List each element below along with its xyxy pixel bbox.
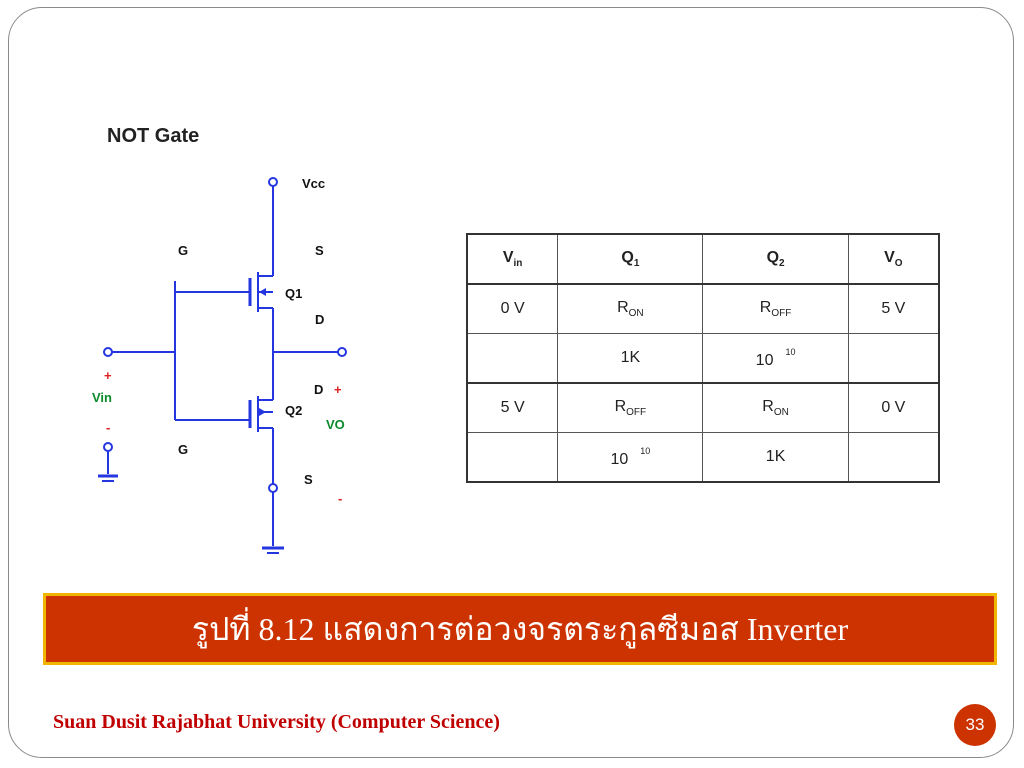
figure-caption: รูปที่ 8.12 แสดงการต่อวงจรตระกูลซีมอส In… [43,593,997,665]
q2-label: Q2 [285,403,302,418]
d-top-label: D [315,312,324,327]
vo-minus-label: - [338,491,342,506]
q1-label: Q1 [285,286,302,301]
q2-arrow-icon [259,408,266,416]
header-q1: Q1 [557,233,704,285]
table-cell [847,432,940,483]
table-cell: ROFF [702,283,849,334]
table-cell: 0 V [847,382,940,433]
s-top-label: S [315,243,324,258]
circuit-title: NOT Gate [107,125,200,147]
table-cell: RON [557,283,704,334]
table-cell [466,333,559,384]
table-cell: 1K [557,333,704,384]
footer-university: Suan Dusit Rajabhat University (Computer… [53,711,500,733]
page-number: 33 [965,715,985,734]
table-cell: 5 V [466,382,559,433]
g-bottom-label: G [178,442,188,457]
vo-plus-label: + [334,382,342,397]
page-number-badge: 33 [954,704,996,746]
q1-arrow-icon [259,288,266,296]
vin-minus-label: - [106,420,110,435]
vcc-label: Vcc [302,176,325,191]
vin-label: Vin [92,390,112,405]
table-cell: ROFF [557,382,704,433]
vin-plus-label: + [104,368,112,383]
table-cell: 1K [702,432,849,483]
header-vin: Vin [466,233,559,285]
vo-label: VO [326,417,345,432]
header-q2: Q2 [702,233,849,285]
table-cell: 0 V [466,283,559,334]
g-top-label: G [178,243,188,258]
table-row: 5 V ROFF RON 0 V [466,382,940,433]
s-bottom-label: S [304,472,313,487]
table-cell [466,432,559,483]
table-row: 0 V RON ROFF 5 V [466,283,940,334]
table-cell [847,333,940,384]
table-header-row: Vin Q1 Q2 VO [466,233,940,285]
table-cell: RON [702,382,849,433]
table-cell: 5 V [847,283,940,334]
not-gate-circuit-diagram: Vcc G S Q1 D + Vin - D + Q2 VO G S - [92,176,347,554]
caption-text: รูปที่ 8.12 แสดงการต่อวงจรตระกูลซีมอส In… [191,610,849,647]
d-bottom-label: D [314,382,323,397]
circuit-wires [98,177,347,554]
header-vo: VO [847,233,940,285]
